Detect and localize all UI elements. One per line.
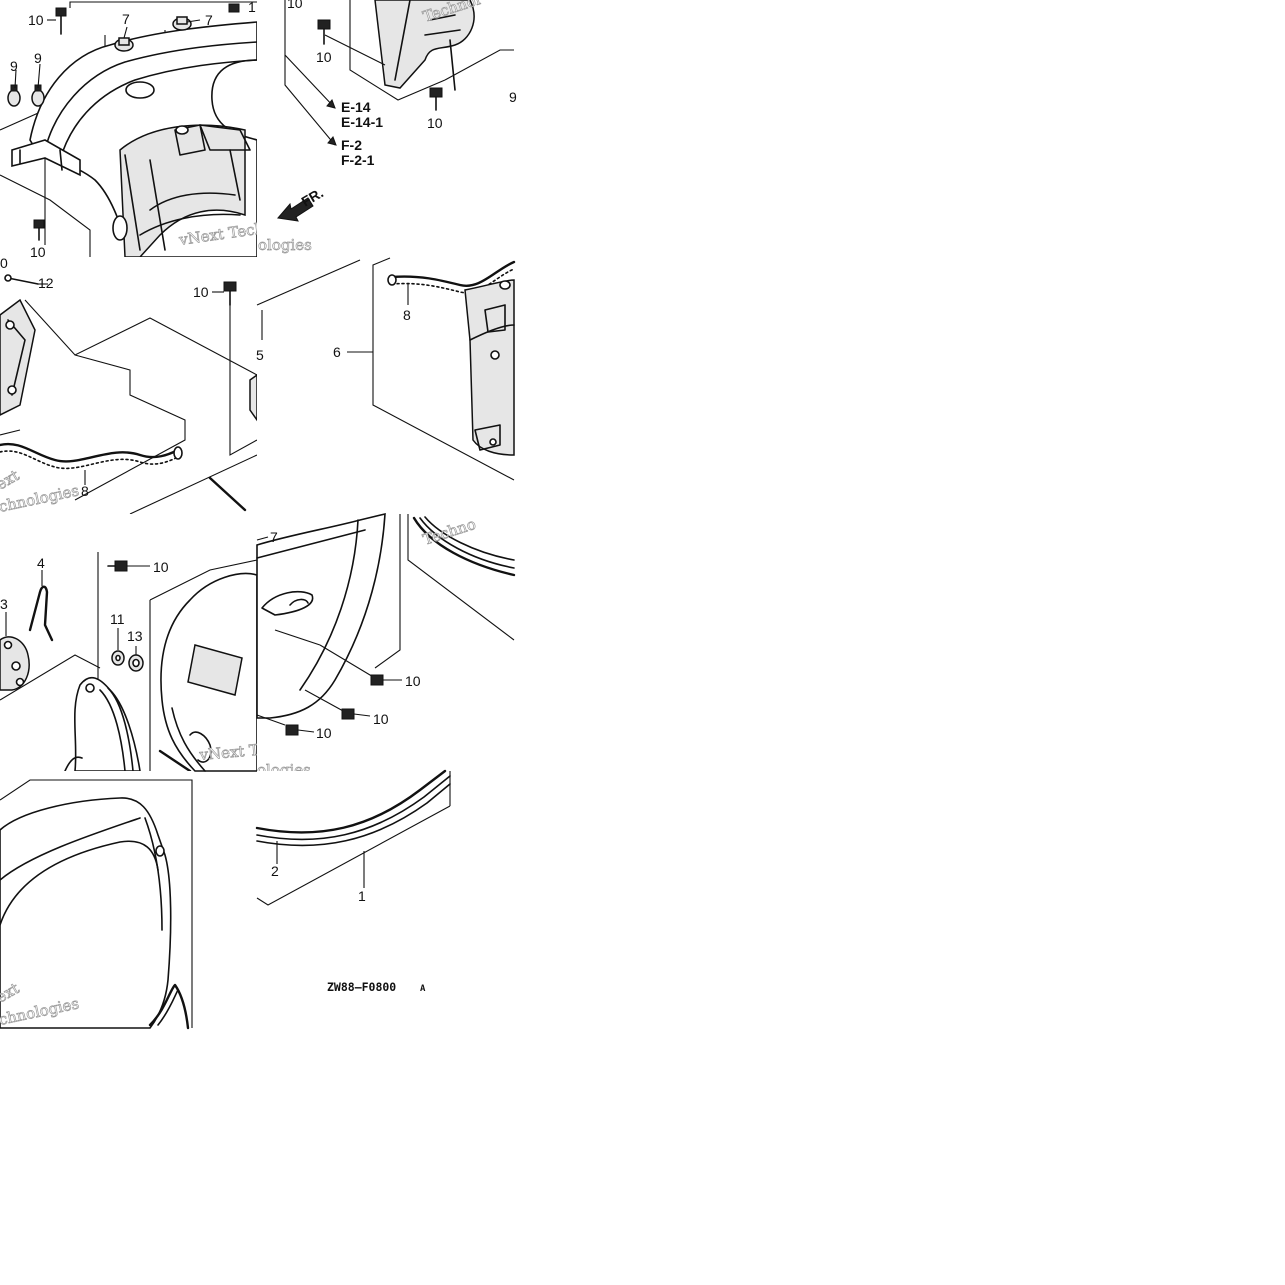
callout-7: 7 (270, 529, 278, 545)
callout-9: 9 (34, 50, 42, 66)
callout-2: 2 (271, 863, 279, 879)
engine-cover-shell (0, 797, 172, 1029)
callout-7: 7 (122, 11, 130, 27)
reference-e14: E-14 (341, 99, 371, 115)
callout-11: 11 (110, 611, 125, 627)
callout-10: 10 (373, 711, 389, 727)
callout-12: 12 (38, 275, 54, 291)
tile-rear-bracket: 0 12 10 8 ext chnologies (0, 255, 258, 516)
callout-10: 10 (427, 115, 443, 131)
tile-upper-cover-left: 10 7 7 1 9 9 10 vNext Tech (0, 0, 266, 260)
tile-engine-cover: ext chnologies (0, 771, 193, 1029)
callout-6: 6 (333, 344, 341, 360)
callout-10: 10 (316, 49, 332, 65)
watermark-text: ologies (258, 236, 312, 254)
seal-hose (390, 260, 516, 287)
tile-hinge-assembly: 4 3 10 11 13 vNext Tec (0, 514, 276, 773)
callout-10: 10 (28, 12, 44, 28)
reference-f2: F-2 (341, 137, 362, 153)
lower-seal-strip (255, 769, 447, 834)
callout-5: 5 (256, 347, 264, 363)
diagram-code-suffix: A (420, 984, 426, 994)
reference-f2-1: F-2-1 (341, 152, 375, 168)
callout-1: 1 (358, 888, 366, 904)
callout-9: 9 (10, 58, 18, 74)
callout-0: 0 (0, 255, 8, 271)
tile-side-cover: 5 6 8 (256, 257, 516, 514)
callout-13: 13 (127, 628, 143, 644)
tile-lower-seal: 2 1 ZW88—F0800 A (255, 769, 451, 1028)
tile-front-cover: 7 10 10 10 Techno ologies (256, 512, 516, 779)
side-cover-piece (464, 279, 515, 456)
callout-10: 10 (153, 559, 169, 575)
callout-8: 8 (81, 483, 89, 499)
front-direction-arrow (277, 197, 314, 222)
callout-10: 10 (30, 244, 46, 260)
wire-clip (28, 585, 54, 642)
reference-e14-1: E-14-1 (341, 114, 383, 130)
callout-9: 9 (509, 89, 517, 105)
callout-3: 3 (0, 596, 8, 612)
tile-upper-cover-right: FR. 10 10 10 9 E-14 E-14-1 F-2 F-2-1 Tec… (257, 0, 517, 257)
seal-hose (0, 442, 180, 463)
callout-4: 4 (37, 555, 45, 571)
callout-10: 10 (405, 673, 421, 689)
callout-10: 10 (193, 284, 209, 300)
callout-10: 10 (316, 725, 332, 741)
callout-1: 1 (248, 0, 256, 15)
callout-7: 7 (205, 12, 213, 28)
callout-10: 10 (287, 0, 303, 11)
callout-8: 8 (403, 307, 411, 323)
side-cover-inner (374, 0, 475, 89)
diagram-code: ZW88—F0800 (327, 980, 396, 994)
